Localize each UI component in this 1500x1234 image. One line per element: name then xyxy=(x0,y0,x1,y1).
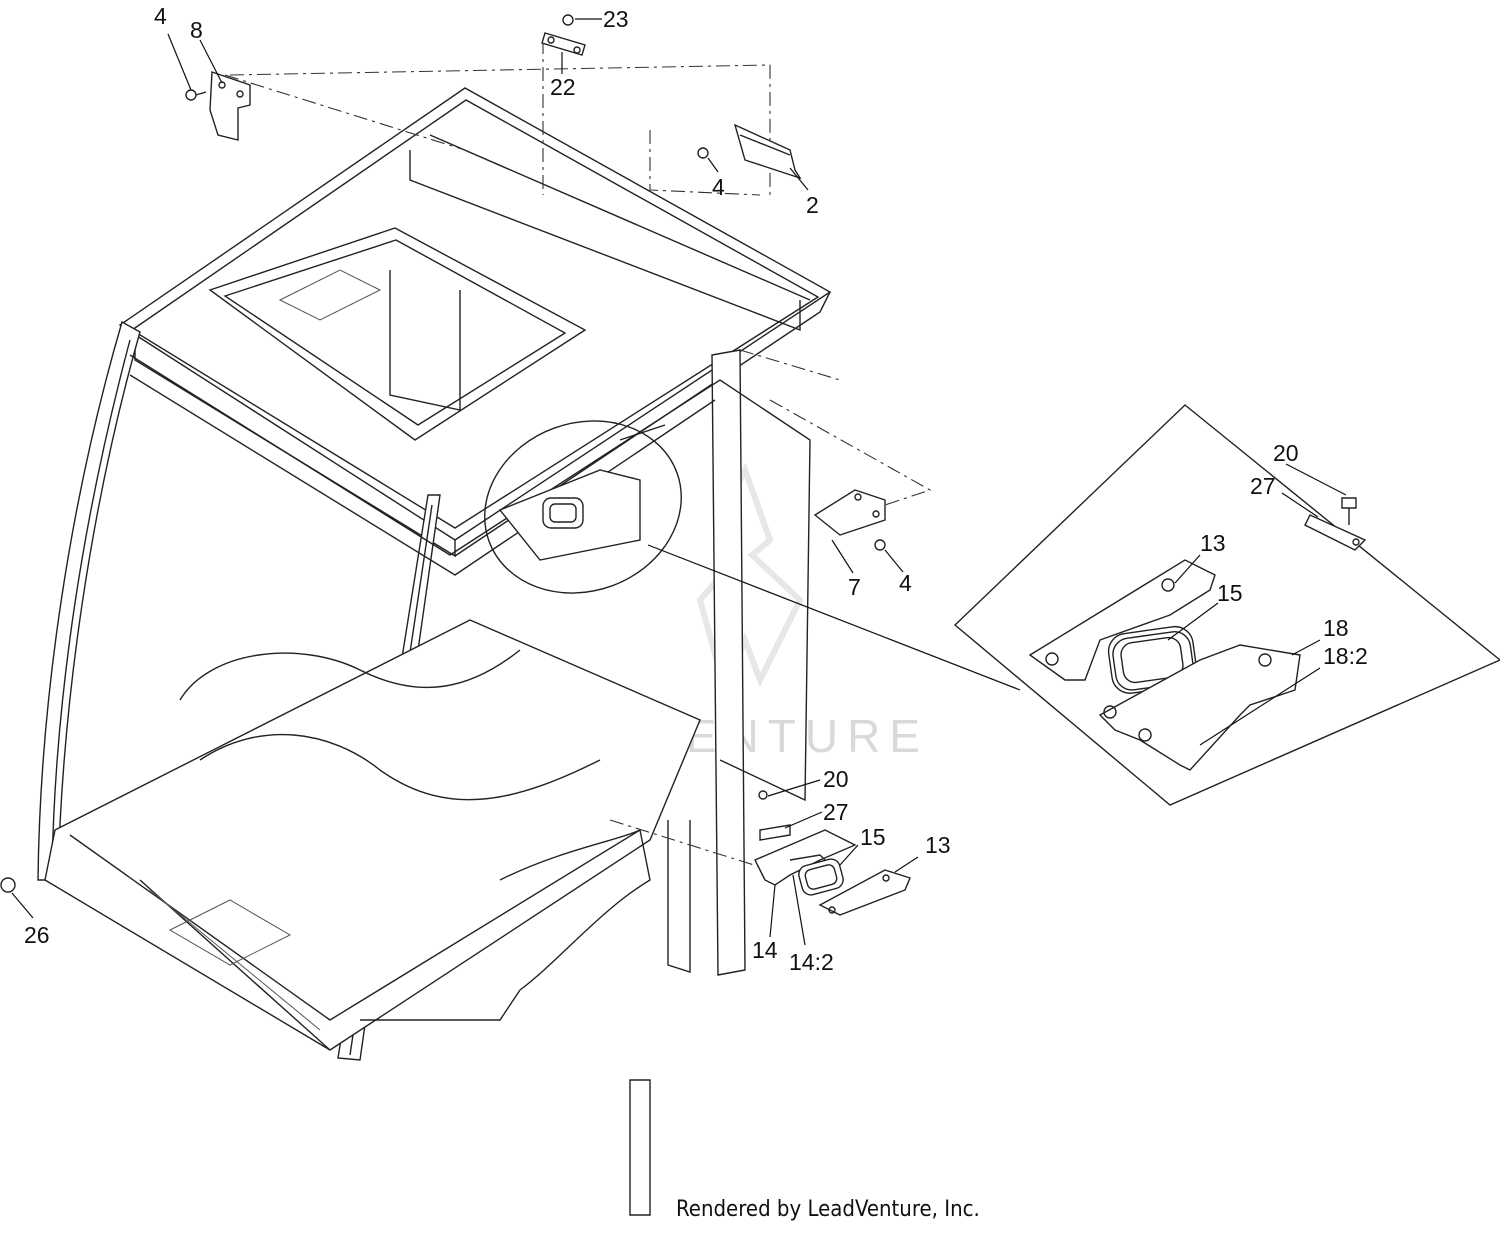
callout-4-mid: 4 xyxy=(899,570,912,596)
bolt-4-topmid xyxy=(697,147,709,159)
callout-13-low: 13 xyxy=(925,832,951,858)
bolt-4-topleft xyxy=(185,89,207,101)
callout-18-2: 18:2 xyxy=(1323,643,1368,669)
cab-frame xyxy=(37,87,832,1216)
callout-4-topleft: 4 xyxy=(154,3,167,29)
callout-14-2: 14:2 xyxy=(789,949,834,975)
callout-2: 2 xyxy=(806,192,819,218)
callout-15-detail: 15 xyxy=(1217,580,1243,606)
bolt-23 xyxy=(562,14,574,26)
callout-labels: 4 8 23 22 4 2 7 4 20 27 13 15 18 18:2 20… xyxy=(24,3,1368,975)
callout-7: 7 xyxy=(848,574,861,600)
bolt-4-mid xyxy=(874,539,886,551)
bracket-2 xyxy=(733,123,802,180)
callout-15-low: 15 xyxy=(860,824,886,850)
callout-4-topmid: 4 xyxy=(712,174,725,200)
detail-callout-ellipse xyxy=(484,420,1021,691)
callout-27-detail: 27 xyxy=(1250,473,1276,499)
callout-14: 14 xyxy=(752,937,778,963)
bracket-7 xyxy=(813,489,886,536)
callout-27-low: 27 xyxy=(823,799,849,825)
callout-20-detail: 20 xyxy=(1273,440,1299,466)
leader-lines xyxy=(11,18,1347,946)
callout-18: 18 xyxy=(1323,615,1349,641)
callout-20-low: 20 xyxy=(823,766,849,792)
callout-23: 23 xyxy=(603,6,629,32)
callout-13-detail: 13 xyxy=(1200,530,1226,556)
callout-26: 26 xyxy=(24,922,50,948)
callout-8: 8 xyxy=(190,17,203,43)
render-credit: Rendered by LeadVenture, Inc. xyxy=(676,1197,980,1222)
lower-parts xyxy=(754,790,911,916)
bracket-8 xyxy=(209,71,251,141)
plate-22 xyxy=(541,32,586,56)
knob-26 xyxy=(0,877,16,893)
detail-view xyxy=(953,404,1500,806)
callout-22: 22 xyxy=(550,74,576,100)
